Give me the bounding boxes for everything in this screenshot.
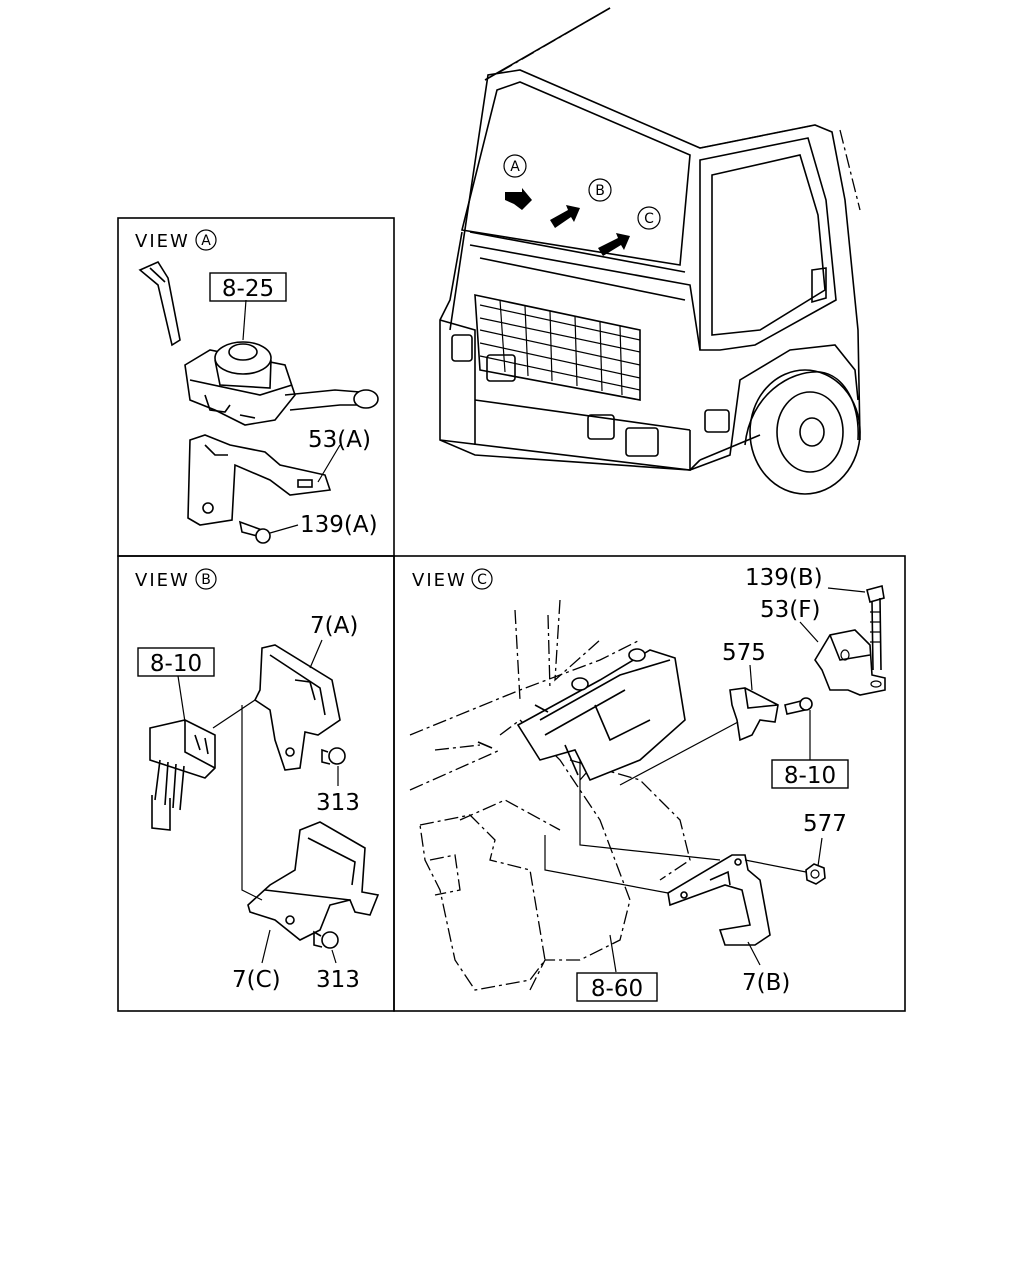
label-139a: 139(A)	[300, 512, 378, 538]
label-7a: 7(A)	[310, 613, 358, 639]
view-b-title: VIEW	[135, 570, 190, 591]
label-8-60: 8-60	[591, 976, 643, 1002]
nut-577-drawing	[805, 863, 826, 885]
bracket-7c-drawing	[247, 821, 380, 941]
label-575: 575	[722, 640, 766, 666]
bolt-8-10-drawing	[784, 697, 813, 715]
view-a-title: VIEW	[135, 231, 190, 252]
bracket-53a-drawing	[187, 434, 332, 526]
label-313-top: 313	[316, 790, 360, 816]
connector-drawing	[149, 719, 216, 831]
bolt-313-bottom-drawing	[313, 930, 339, 949]
view-c-marker: C	[477, 572, 487, 588]
bolt-313-top-drawing	[321, 747, 346, 765]
truck-marker-b: B	[595, 183, 605, 199]
bracket-7a-drawing	[253, 644, 341, 771]
panel-frames	[117, 217, 906, 1012]
view-a-marker: A	[201, 233, 211, 249]
label-139b: 139(B)	[745, 565, 823, 591]
label-53f: 53(F)	[760, 597, 820, 623]
bracket-53f-drawing	[814, 629, 886, 696]
combination-switch-drawing	[138, 260, 379, 426]
truck-marker-a: A	[510, 159, 520, 175]
label-7c: 7(C)	[232, 967, 281, 993]
control-unit-8-60-drawing	[477, 648, 686, 782]
label-313-bottom: 313	[316, 967, 360, 993]
label-8-10-view-b: 8-10	[150, 651, 202, 677]
label-7b: 7(B)	[742, 970, 790, 996]
label-8-25: 8-25	[222, 276, 274, 302]
view-c-title: VIEW	[412, 570, 467, 591]
view-b-panel: VIEW B	[135, 568, 380, 993]
label-577: 577	[803, 811, 847, 837]
bolt-139b-drawing	[866, 585, 885, 671]
bracket-575-drawing	[729, 687, 779, 742]
view-b-marker: B	[201, 572, 211, 588]
view-a-panel: VIEW A	[135, 229, 379, 544]
truck-cab-drawing	[439, 7, 861, 495]
bolt-139a-drawing	[238, 520, 271, 544]
label-53a: 53(A)	[308, 427, 371, 453]
bracket-7b-drawing	[667, 854, 771, 946]
truck-marker-c: C	[644, 211, 654, 227]
view-c-panel: VIEW C	[409, 565, 886, 1002]
label-8-10-view-c: 8-10	[784, 763, 836, 789]
